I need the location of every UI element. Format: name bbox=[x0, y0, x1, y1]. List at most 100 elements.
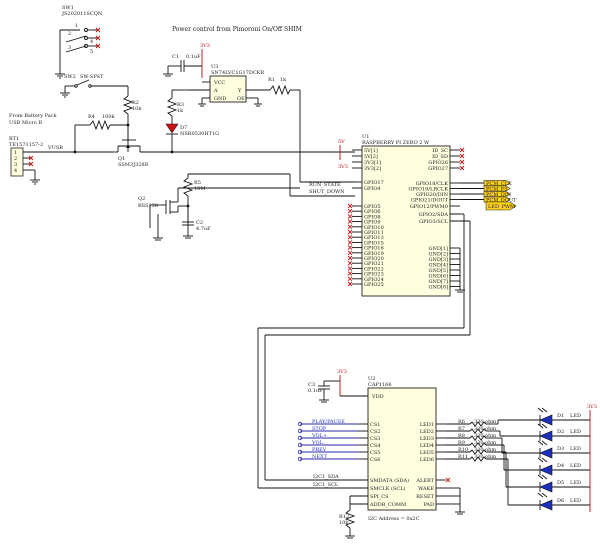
svg-text:3V3: 3V3 bbox=[587, 404, 597, 410]
u2-address-note: I2C Address = 0x2C bbox=[368, 516, 420, 522]
sw2-ref: SW2 bbox=[64, 74, 76, 80]
svg-text:3: 3 bbox=[68, 45, 71, 51]
pin-gpio26: GPIO26 bbox=[428, 160, 448, 166]
tag-pcm-din: PCM_DIN bbox=[486, 192, 512, 198]
u1-left-power-pins: 5V[1]5V[2]3V3[1]3V3[2] bbox=[352, 148, 381, 172]
pin-cs3: CS3 bbox=[370, 436, 380, 442]
svg-text:VCC: VCC bbox=[213, 80, 225, 86]
tag-pcm-fs: PCM_FS bbox=[486, 186, 508, 192]
led-res-ref: R11 bbox=[458, 454, 468, 460]
sw2-switch: SW2 SW-SPST bbox=[60, 74, 128, 98]
led-res-value: 330 ohm bbox=[474, 433, 496, 439]
pin-led6: LED6 bbox=[420, 457, 434, 463]
u1-left-gpio-pins: GPIO5GPIO6GPIO8GPIO9GPIO10GPIO11GPIO13GP… bbox=[347, 203, 384, 288]
c1-capacitor: C1 0.1uF bbox=[163, 54, 202, 77]
svg-text:5V: 5V bbox=[338, 139, 345, 145]
pin-pad: PAD bbox=[423, 502, 434, 508]
q1-ref: Q1 bbox=[118, 156, 125, 162]
r4-ref: R4 bbox=[88, 114, 95, 120]
led-name: LED bbox=[570, 498, 581, 504]
pin-gpio19: GPIO19 bbox=[364, 251, 384, 257]
svg-text:2: 2 bbox=[68, 31, 71, 37]
q1-part: SSM3J328R bbox=[118, 162, 149, 168]
led-pwm-tag: LED_PWM bbox=[485, 201, 517, 211]
tag-pcm-clk: PCM_CLK bbox=[486, 181, 512, 187]
net-next: NEXT bbox=[312, 454, 328, 460]
r3-ref: R3 bbox=[177, 102, 184, 108]
pin-cs4: CS4 bbox=[370, 443, 380, 449]
u1-raspberry-pi: U1 RASPBERRY PI ZERO 2 W 5V 3V3 5V[1]5V[… bbox=[338, 134, 465, 297]
bt1-connector: From Battery Pack USB Micro B BT1 TE1571… bbox=[9, 113, 75, 185]
u2-body bbox=[367, 387, 437, 511]
net-vol-: VOL- bbox=[311, 440, 325, 446]
r3-resistor: R3 1k bbox=[166, 89, 188, 124]
r4-value: 100k bbox=[102, 114, 116, 120]
d7-part: NSR0530HT1G bbox=[180, 131, 219, 137]
u1-right-pcm-pins: GPIO18/CLKGPIO19/LRCLKGPIO20/DINGPIO21/D… bbox=[409, 181, 460, 204]
pin-gpio21-dout: GPIO21/DOUT bbox=[411, 198, 449, 204]
tag-pcm-dout: PCM_DOUT bbox=[486, 197, 517, 203]
u2-part: CAP1166 bbox=[368, 382, 392, 388]
net-shut-down: SHUT_DOWN bbox=[309, 189, 345, 195]
u1-ref: U1 bbox=[362, 134, 369, 140]
r5-ref: R5 bbox=[194, 180, 201, 186]
led-diode bbox=[539, 464, 553, 476]
led-res-ref: R9 bbox=[458, 440, 465, 446]
svg-text:3V3: 3V3 bbox=[337, 369, 347, 375]
c1-ref: C1 bbox=[172, 54, 179, 60]
led-ref: D6 bbox=[557, 498, 564, 504]
led-name: LED bbox=[570, 413, 581, 419]
pin-3v3-1-: 3V3[1] bbox=[364, 160, 381, 166]
r2-ref: R2 bbox=[132, 100, 139, 106]
q2-part: BSS138 bbox=[138, 203, 158, 209]
led-name: LED bbox=[570, 429, 581, 435]
svg-text:1: 1 bbox=[75, 23, 78, 29]
net-stop: STOP bbox=[312, 426, 327, 432]
svg-text:3: 3 bbox=[14, 162, 17, 168]
net-i2c1-sda: I2C1_SDA bbox=[313, 474, 339, 480]
pin-3v3-2-: 3V3[2] bbox=[364, 166, 381, 172]
pin-gpio9: GPIO9 bbox=[364, 220, 381, 226]
c3-capacitor: 3V3 C3 0.1uF bbox=[308, 369, 368, 403]
u3-buffer: 3V3 U3 SN74LVC1G17DCKR VCC A GND Y OE bbox=[188, 43, 270, 107]
r2-value: 10k bbox=[132, 106, 142, 112]
led-diode bbox=[539, 499, 553, 511]
net-run-state: RUN_STATE bbox=[309, 182, 341, 188]
r1-resistor: R1 1k bbox=[268, 77, 355, 183]
svg-text:1: 1 bbox=[14, 150, 17, 156]
pin-gpio8: GPIO8 bbox=[364, 214, 381, 220]
r3-value: 1k bbox=[177, 108, 184, 114]
svg-text:4: 4 bbox=[90, 39, 93, 45]
u1-part: RASPBERRY PI ZERO 2 W bbox=[362, 140, 430, 146]
pin-cs1: CS1 bbox=[370, 422, 380, 428]
pin-gpio3-scl: GPIO3/SCL bbox=[419, 219, 449, 225]
pin-gnd-6-: GND[6] bbox=[429, 274, 449, 280]
led-ref: D2 bbox=[557, 429, 564, 435]
led-diode bbox=[539, 414, 553, 426]
pin-gpio18-clk: GPIO18/CLK bbox=[416, 181, 449, 187]
c1-value: 0.1uF bbox=[186, 54, 201, 60]
u3-part: SN74LVC1G17DCKR bbox=[211, 70, 264, 76]
svg-text:GND: GND bbox=[214, 96, 226, 102]
pin-gpio20-din: GPIO20/DIN bbox=[416, 192, 448, 198]
pin-gnd-8-: GND[8] bbox=[429, 285, 449, 291]
svg-text:5: 5 bbox=[90, 49, 93, 55]
pin-led3: LED3 bbox=[420, 436, 434, 442]
sw1-switch: SW1 JS202011SCQN 1 2 3 4 5 bbox=[55, 5, 103, 79]
pin-gnd-2-: GND[2] bbox=[429, 252, 449, 258]
led-res-value: 330 ohm bbox=[474, 426, 496, 432]
svg-text:VDD: VDD bbox=[371, 394, 384, 400]
pin-gpio10: GPIO10 bbox=[364, 225, 384, 231]
u1-right-pwm-pin: GPIO12/PWM0 bbox=[410, 204, 460, 210]
q2-transistor: Q2 BSS138 bbox=[138, 187, 300, 241]
net-play-pause: PLAY/PAUSE bbox=[312, 419, 345, 425]
svg-text:3V3: 3V3 bbox=[338, 164, 348, 170]
led-ref: D1 bbox=[557, 413, 564, 419]
